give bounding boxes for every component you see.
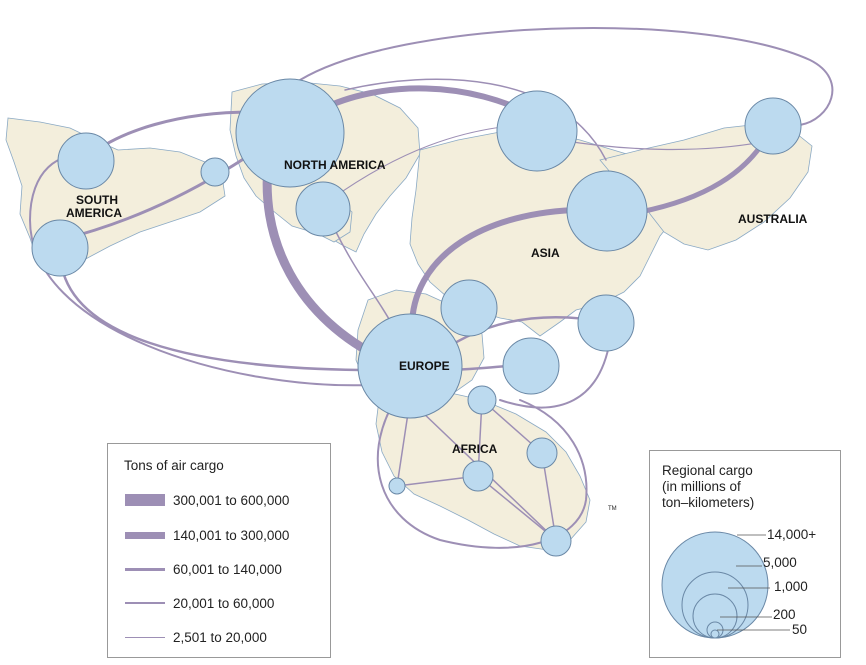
label-south-america-line1: SOUTH	[76, 193, 118, 207]
cargo-legend-title: Regional cargo (in millions of ton–kilom…	[662, 463, 755, 510]
route-legend-item: 20,001 to 60,000	[125, 595, 274, 611]
bubble-europe	[357, 313, 463, 419]
cargo-legend-circles: 14,000+ 5,000 1,000 200 50	[661, 527, 816, 639]
route-asia-africa-right	[499, 339, 611, 409]
route-legend-label: 140,001 to 300,000	[173, 527, 290, 543]
label-africa: AFRICA	[452, 442, 498, 456]
cargo-legend: Regional cargo (in millions of ton–kilom…	[649, 450, 841, 658]
route-legend-item: 2,501 to 20,000	[125, 629, 267, 645]
bubble-asia-east	[566, 170, 648, 252]
bubble-africa-central	[462, 460, 494, 492]
label-australia: AUSTRALIA	[738, 212, 808, 226]
cargo-circle-50	[710, 629, 720, 639]
route-legend-item: 140,001 to 300,000	[125, 527, 289, 543]
route-legend: Tons of air cargo 300,001 to 600,000 140…	[107, 443, 331, 658]
route-legend-label: 20,001 to 60,000	[173, 595, 275, 611]
route-outer-top	[299, 27, 834, 126]
route-swatch-thickest	[125, 494, 165, 506]
bubble-mediterranean	[502, 337, 560, 395]
route-legend-label: 300,001 to 600,000	[173, 492, 290, 508]
route-legend-item: 60,001 to 140,000	[125, 561, 282, 577]
cargo-value-200: 200	[773, 607, 796, 622]
bubble-south-asia	[577, 294, 635, 352]
route-legend-label: 2,501 to 20,000	[173, 629, 267, 645]
route-legend-label: 60,001 to 140,000	[173, 561, 282, 577]
cargo-bubbles	[31, 78, 802, 557]
cargo-value-5000: 5,000	[763, 555, 797, 570]
region-labels: NORTH AMERICA SOUTH AMERICA EUROPE ASIA …	[66, 158, 808, 512]
route-africa-loop	[376, 399, 588, 549]
label-south-america-line2: AMERICA	[66, 206, 122, 220]
bubble-central-america	[200, 157, 230, 187]
route-africa-3	[477, 475, 557, 541]
cargo-value-14000: 14,000+	[767, 527, 816, 542]
route-na-europe	[262, 145, 390, 365]
cargo-value-1000: 1,000	[774, 579, 808, 594]
bubble-canada-east	[295, 181, 351, 237]
bubble-africa-south	[540, 525, 572, 557]
label-europe: EUROPE	[399, 359, 450, 373]
bubble-middle-east	[440, 279, 498, 337]
bubble-asia-north	[496, 90, 578, 172]
trademark: TM	[608, 506, 617, 512]
bubble-africa-north	[467, 385, 497, 415]
cargo-value-50: 50	[792, 622, 807, 637]
route-swatch-medium	[125, 567, 165, 571]
bubble-africa-west	[388, 477, 406, 495]
bubble-australia	[744, 97, 802, 155]
route-swatch-thick	[125, 531, 165, 539]
label-asia: ASIA	[531, 246, 560, 260]
bubble-south-america-north	[57, 132, 115, 190]
route-swatch-thinnest	[125, 636, 165, 638]
route-swatch-thin	[125, 602, 165, 604]
route-legend-title: Tons of air cargo	[124, 458, 224, 473]
bubble-north-america	[235, 78, 345, 188]
bubble-africa-east	[526, 437, 558, 469]
route-europe-sa	[58, 248, 362, 372]
route-legend-item: 300,001 to 600,000	[125, 492, 289, 508]
route-asia-australia-thin	[559, 139, 774, 151]
route-europe-sa-outer	[28, 155, 371, 387]
label-north-america: NORTH AMERICA	[284, 158, 386, 172]
route-europe-asia	[408, 206, 610, 333]
bubble-south-america-south	[31, 219, 89, 277]
route-na-australia-thin	[344, 78, 607, 161]
